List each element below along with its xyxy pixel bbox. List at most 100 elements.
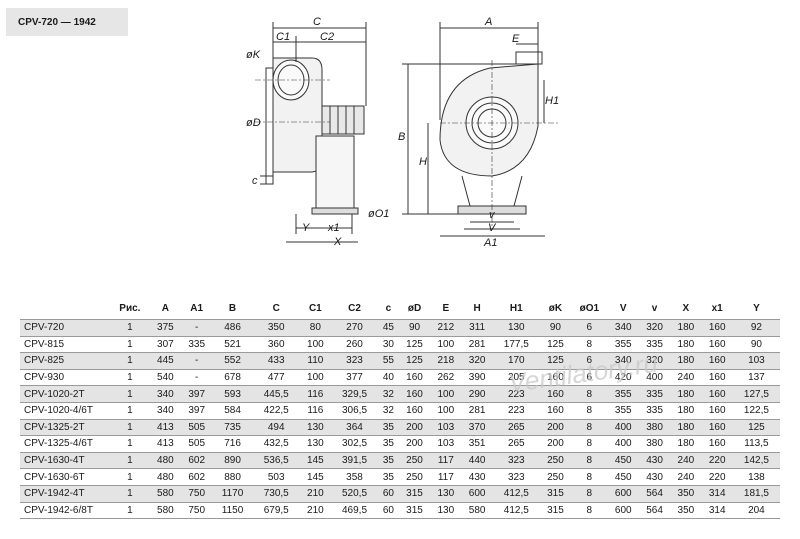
- label-v-small: v: [489, 209, 496, 221]
- table-cell: 130: [299, 418, 332, 436]
- table-cell: 375: [149, 319, 182, 337]
- table-cell: 130: [430, 484, 462, 503]
- table-cell: 350: [252, 319, 300, 337]
- table-cell: 180: [670, 418, 702, 436]
- table-cell: 600: [607, 484, 639, 503]
- table-cell: -: [181, 352, 213, 370]
- table-cell: 520,5: [331, 484, 378, 503]
- header-cell: V: [619, 302, 627, 314]
- table-cell: 250: [398, 451, 431, 469]
- table-cell: 329,5: [331, 385, 378, 403]
- table-cell: 420: [607, 368, 639, 386]
- table-cell: 160: [701, 435, 733, 453]
- table-cell: 340: [149, 385, 182, 403]
- table-cell: 413: [149, 418, 182, 436]
- header-cell: Рис.: [119, 302, 141, 314]
- header-cell: A1: [190, 302, 204, 314]
- table-cell: 8: [571, 451, 608, 469]
- label-y: Y: [302, 222, 310, 234]
- table-cell: 494: [252, 418, 300, 436]
- table-cell: 602: [181, 451, 213, 469]
- table-cell: 103: [430, 418, 462, 436]
- label-h1: H1: [545, 95, 559, 107]
- table-cell: 400: [638, 368, 671, 386]
- table-cell: 117: [430, 468, 462, 486]
- header-cell: H1: [509, 302, 523, 314]
- table-cell: 380: [638, 418, 671, 436]
- model-cell: CPV-1942-6/8T: [20, 501, 110, 520]
- table-cell: 1: [110, 451, 150, 469]
- table-cell: 355: [607, 385, 639, 403]
- table-cell: 480: [149, 468, 182, 486]
- table-cell: 397: [181, 401, 213, 420]
- model-cell: CPV-1325-4/6T: [20, 435, 110, 453]
- table-cell: 200: [539, 418, 572, 436]
- table-cell: 564: [638, 501, 671, 520]
- table-cell: 180: [670, 435, 702, 453]
- fan-dimension-drawing: C C1 C2 øK øD c Y x1 X øO1: [246, 16, 560, 249]
- table-cell: 145: [299, 451, 332, 469]
- table-cell: 142,5: [732, 451, 780, 469]
- table-cell: 100: [430, 401, 462, 420]
- table-cell: 35: [377, 435, 399, 453]
- table-cell: 204: [732, 501, 780, 520]
- table-cell: 750: [181, 484, 213, 503]
- table-cell: 302,5: [331, 435, 378, 453]
- table-cell: 412,5: [492, 501, 540, 520]
- table-cell: 160: [539, 401, 572, 420]
- table-cell: 580: [149, 501, 182, 520]
- table-cell: 432,5: [252, 435, 300, 453]
- table-cell: 6: [571, 352, 608, 370]
- table-cell: 60: [377, 484, 399, 503]
- table-cell: 486: [212, 319, 253, 337]
- model-cell: CPV-1942-4T: [20, 484, 110, 503]
- model-cell: CPV-825: [20, 352, 110, 370]
- table-cell: 360: [252, 335, 300, 353]
- model-cell: CPV-1630-4T: [20, 451, 110, 469]
- table-cell: 8: [571, 401, 608, 420]
- table-cell: 6: [571, 319, 608, 337]
- table-cell: -: [181, 368, 213, 386]
- table-cell: 730,5: [252, 484, 300, 503]
- table-cell: 160: [701, 401, 733, 420]
- table-cell: 505: [181, 418, 213, 436]
- table-cell: 220: [701, 468, 733, 486]
- table-cell: 250: [539, 468, 572, 486]
- table-cell: 125: [398, 352, 431, 370]
- label-x: X: [333, 236, 342, 248]
- table-cell: 223: [492, 401, 540, 420]
- document-title: CPV-720 — 1942: [6, 8, 128, 36]
- table-cell: 110: [299, 352, 332, 370]
- table-cell: 137: [732, 368, 780, 386]
- table-cell: 35: [377, 451, 399, 469]
- table-cell: 880: [212, 468, 253, 486]
- label-b: B: [398, 131, 405, 143]
- table-cell: 422,5: [252, 401, 300, 420]
- table-cell: 430: [461, 468, 493, 486]
- table-cell: 480: [149, 451, 182, 469]
- table-cell: 679,5: [252, 501, 300, 520]
- side-motor: [321, 105, 365, 135]
- header-model: [20, 297, 110, 320]
- header-cell: C2: [348, 302, 361, 314]
- table-cell: 390: [461, 368, 493, 386]
- table-cell: 35: [377, 468, 399, 486]
- table-cell: 200: [539, 435, 572, 453]
- table-cell: 440: [461, 451, 493, 469]
- table-cell: 281: [461, 335, 493, 353]
- table-cell: 8: [571, 335, 608, 353]
- table-cell: 60: [377, 501, 399, 520]
- table-cell: 180: [670, 352, 702, 370]
- table-cell: 1170: [212, 484, 253, 503]
- table-cell: 536,5: [252, 451, 300, 469]
- table-header-row: Рис. A A1 B C C1 C2 c øD E H H1 øK øO1 V…: [20, 297, 780, 320]
- table-cell: 350: [670, 484, 702, 503]
- table-cell: 413: [149, 435, 182, 453]
- table-cell: 240: [670, 368, 702, 386]
- table-cell: 160: [701, 335, 733, 353]
- label-a1: A1: [483, 237, 497, 249]
